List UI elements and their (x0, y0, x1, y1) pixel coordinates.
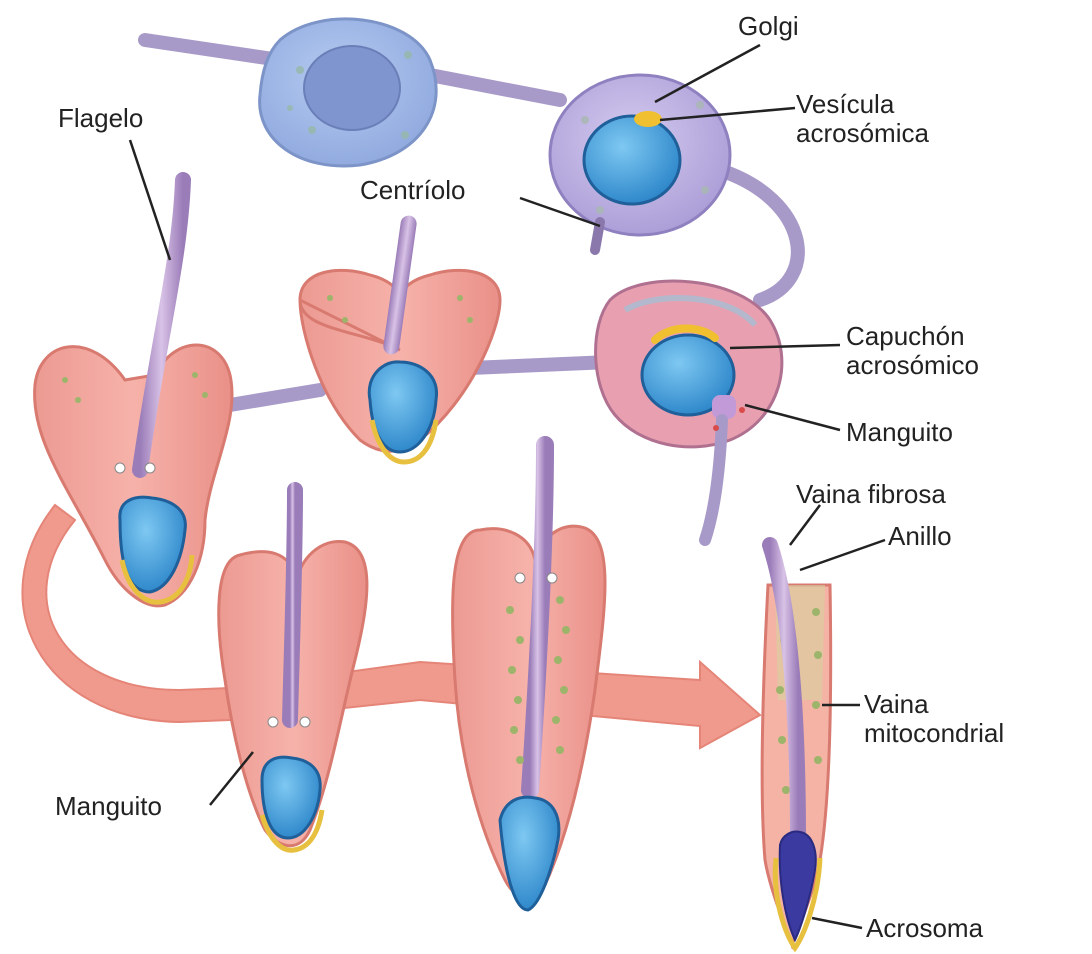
spermatid-stage-7 (453, 445, 605, 910)
label-vesicula-acrosomica: Vesícula acrosómica (796, 90, 929, 148)
label-vaina-mitocondrial: Vaina mitocondrial (864, 690, 1004, 748)
label-manguito-left: Manguito (55, 792, 162, 821)
label-vesicula-line-2: acrosómica (796, 119, 929, 148)
label-manguito-right: Manguito (846, 418, 953, 447)
label-vesicula-line-1: Vesícula (796, 90, 929, 119)
label-capuchon-line-1: Capuchón (846, 322, 979, 351)
label-vaina-line-1: Vaina (864, 690, 1004, 719)
label-flagelo: Flagelo (58, 104, 143, 133)
label-capuchon-line-2: acrosómico (846, 351, 979, 380)
mature-spermatozoon (762, 545, 831, 948)
spermatid-stage-6 (219, 490, 367, 850)
label-centriolo: Centríolo (360, 176, 466, 205)
spermatid-stage-5 (35, 180, 232, 606)
spermatid-stage-4 (596, 281, 782, 540)
spermatid-stage-2 (550, 75, 730, 250)
label-golgi: Golgi (738, 12, 799, 41)
spermatid-stage-3 (300, 215, 500, 462)
label-capuchon-acrosomico: Capuchón acrosómico (846, 322, 979, 380)
label-acrosoma: Acrosoma (866, 914, 983, 943)
label-anillo: Anillo (888, 522, 952, 551)
label-vaina-fibrosa: Vaina fibrosa (796, 480, 946, 509)
spermatid-stage-1 (260, 19, 437, 166)
label-vaina-line-2: mitocondrial (864, 719, 1004, 748)
